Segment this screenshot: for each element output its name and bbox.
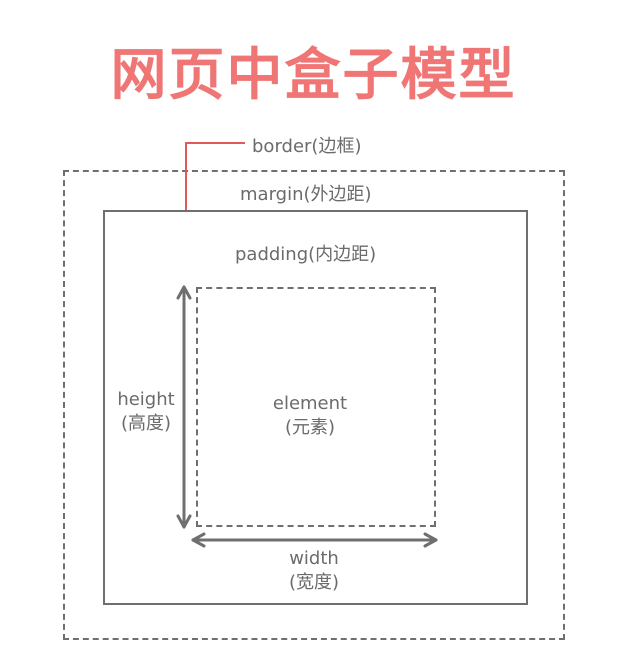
element-label: element (元素) xyxy=(250,392,370,440)
border-label: border(边框) xyxy=(252,136,362,157)
margin-label: margin(外边距) xyxy=(240,184,372,205)
width-label-cn: (宽度) xyxy=(288,572,340,593)
width-label-en: width xyxy=(289,548,339,569)
element-box xyxy=(196,287,436,527)
border-box xyxy=(103,210,528,605)
height-label: height (高度) xyxy=(108,388,184,436)
height-arrow xyxy=(176,285,192,529)
height-label-cn: (高度) xyxy=(120,413,172,434)
padding-label: padding(内边距) xyxy=(235,244,377,265)
margin-box xyxy=(63,170,565,640)
width-label: width (宽度) xyxy=(264,547,364,595)
element-label-en: element xyxy=(272,393,348,414)
height-label-en: height xyxy=(117,389,175,410)
border-pointer-line xyxy=(185,142,245,210)
width-arrow xyxy=(191,532,438,548)
element-label-cn: (元素) xyxy=(284,417,336,438)
diagram-title: 网页中盒子模型 xyxy=(110,43,517,108)
